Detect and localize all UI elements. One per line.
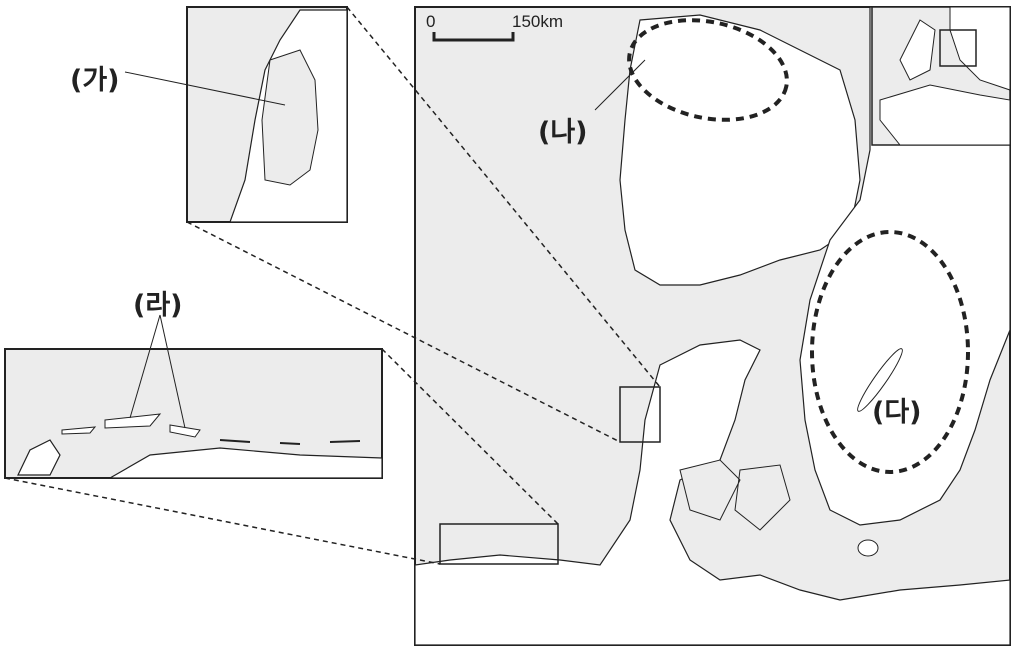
inset-ra	[4, 314, 383, 479]
norway-land	[619, 14, 861, 286]
scale-end: 150km	[512, 12, 564, 31]
connector-lines	[4, 6, 661, 565]
label-ra: (라)	[133, 290, 183, 321]
denmark-land	[414, 339, 1011, 646]
label-da: (다)	[872, 397, 922, 428]
europe-inset	[871, 6, 1011, 146]
label-ga: (가)	[70, 65, 120, 96]
label-na: (나)	[538, 117, 588, 148]
inset-ga	[124, 6, 348, 223]
scale-bar	[432, 32, 515, 42]
scale-start: 0	[426, 12, 436, 31]
